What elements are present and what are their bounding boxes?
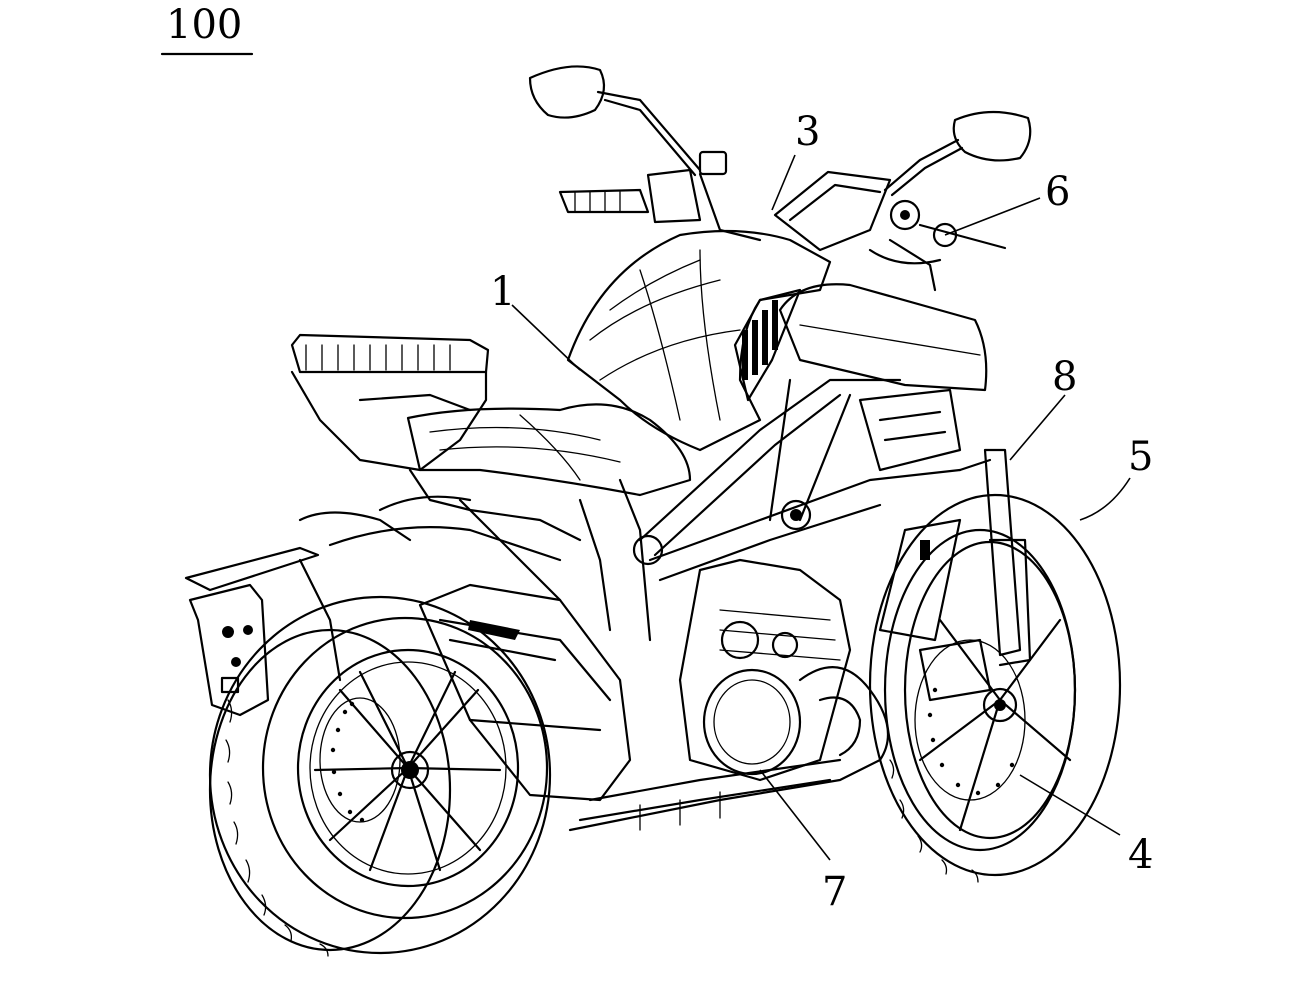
rear-rack xyxy=(290,333,490,472)
rear-hub xyxy=(390,750,430,790)
rear-rim xyxy=(296,648,520,888)
frame xyxy=(578,378,962,642)
label-5: 5 xyxy=(1128,434,1153,480)
rear-wheel xyxy=(208,595,552,957)
label-7: 7 xyxy=(822,869,847,915)
front-wheel xyxy=(868,493,1122,883)
rear-tire-tread xyxy=(225,699,329,957)
front-brake-caliper xyxy=(918,638,992,702)
leader-3 xyxy=(771,154,796,211)
exhaust xyxy=(568,666,890,832)
rear-tire-side xyxy=(208,628,452,952)
muffler xyxy=(418,583,632,802)
front-tire-tread xyxy=(889,759,979,883)
dashboard xyxy=(773,170,892,252)
front-fork xyxy=(878,448,1032,667)
leader-4 xyxy=(1019,774,1121,836)
right-mirror xyxy=(883,110,1032,197)
rear-brake-disc xyxy=(319,697,401,823)
fuel-tank xyxy=(566,229,988,452)
front-rim xyxy=(903,540,1077,840)
front-tire-outer xyxy=(868,493,1122,877)
rear-rim-inner xyxy=(309,661,507,875)
front-disc-holes xyxy=(927,687,1015,796)
frame-pivot-left xyxy=(632,534,664,566)
right-handlebar xyxy=(868,199,1007,292)
radiator-shroud xyxy=(858,388,962,472)
rear-disc-holes xyxy=(330,701,365,823)
label-4: 4 xyxy=(1128,832,1153,878)
frame-pivot-right xyxy=(780,499,812,531)
leader-lines xyxy=(511,154,1131,861)
leader-6 xyxy=(944,197,1041,236)
leader-1 xyxy=(511,304,581,371)
rear-hub-center xyxy=(401,761,419,779)
reference-labels: 1 3 4 5 6 7 8 xyxy=(490,109,1153,915)
rear-tire-inner xyxy=(261,616,549,920)
left-handlebar xyxy=(558,150,762,242)
label-8: 8 xyxy=(1052,354,1077,400)
leader-7 xyxy=(759,769,831,861)
seat xyxy=(406,403,692,497)
label-3: 3 xyxy=(795,109,820,155)
license-plate-bracket xyxy=(184,511,412,717)
leader-8 xyxy=(1009,394,1066,461)
rear-subframe xyxy=(328,468,582,602)
engine-side-cover xyxy=(702,668,802,776)
left-mirror xyxy=(528,65,702,177)
figure-number: 100 xyxy=(160,2,254,56)
figure-number-text: 100 xyxy=(166,2,242,48)
label-1: 1 xyxy=(490,269,515,315)
engine xyxy=(678,558,852,782)
leader-5 xyxy=(1079,477,1131,521)
label-6: 6 xyxy=(1045,169,1070,215)
